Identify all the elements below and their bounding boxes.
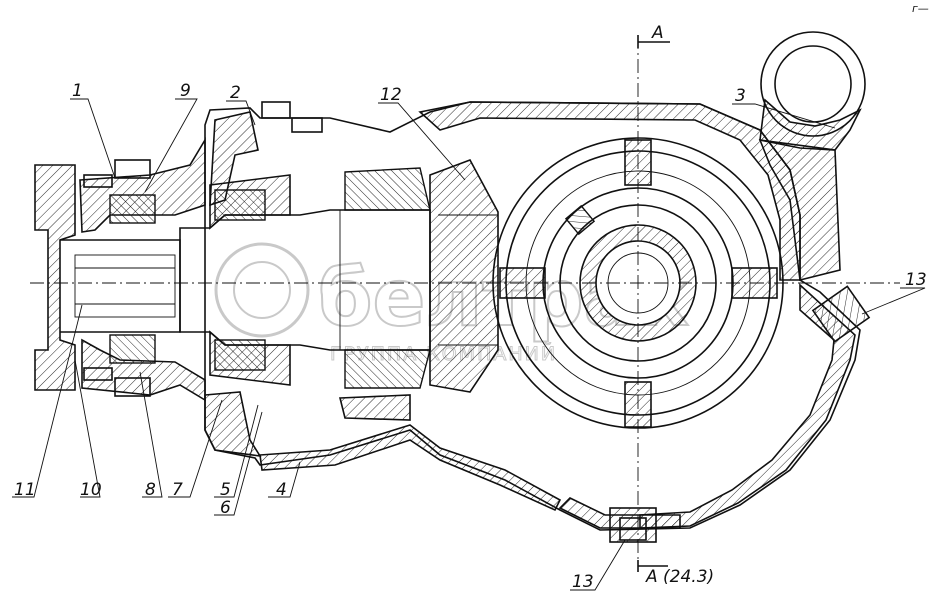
label-2: 2 <box>230 83 241 103</box>
section-marker-top: A <box>651 23 664 43</box>
label-10: 10 <box>80 480 102 500</box>
label-12: 12 <box>380 85 402 105</box>
label-13-right: 13 <box>905 270 927 290</box>
label-7: 7 <box>172 480 183 500</box>
section-marker-bottom: A (24.3) <box>645 567 714 587</box>
corner-mark: г— <box>912 2 929 15</box>
label-6: 6 <box>220 498 231 518</box>
label-8: 8 <box>145 480 156 500</box>
leader-lines <box>12 98 926 591</box>
label-11: 11 <box>14 480 36 500</box>
drain-plugs <box>609 285 871 543</box>
label-9: 9 <box>180 81 191 101</box>
lifting-eye <box>758 31 866 281</box>
label-13-bottom: 13 <box>572 572 594 592</box>
seal-cover <box>79 137 206 402</box>
label-3: 3 <box>735 86 746 106</box>
bolts <box>83 101 323 381</box>
label-5: 5 <box>220 480 231 500</box>
label-1: 1 <box>72 81 83 101</box>
bevel-pinion <box>429 159 499 393</box>
center-lines <box>30 35 900 572</box>
part-labels: 1 2 3 4 5 6 7 8 9 10 11 12 13 13 <box>14 81 927 592</box>
label-4: 4 <box>276 480 287 500</box>
